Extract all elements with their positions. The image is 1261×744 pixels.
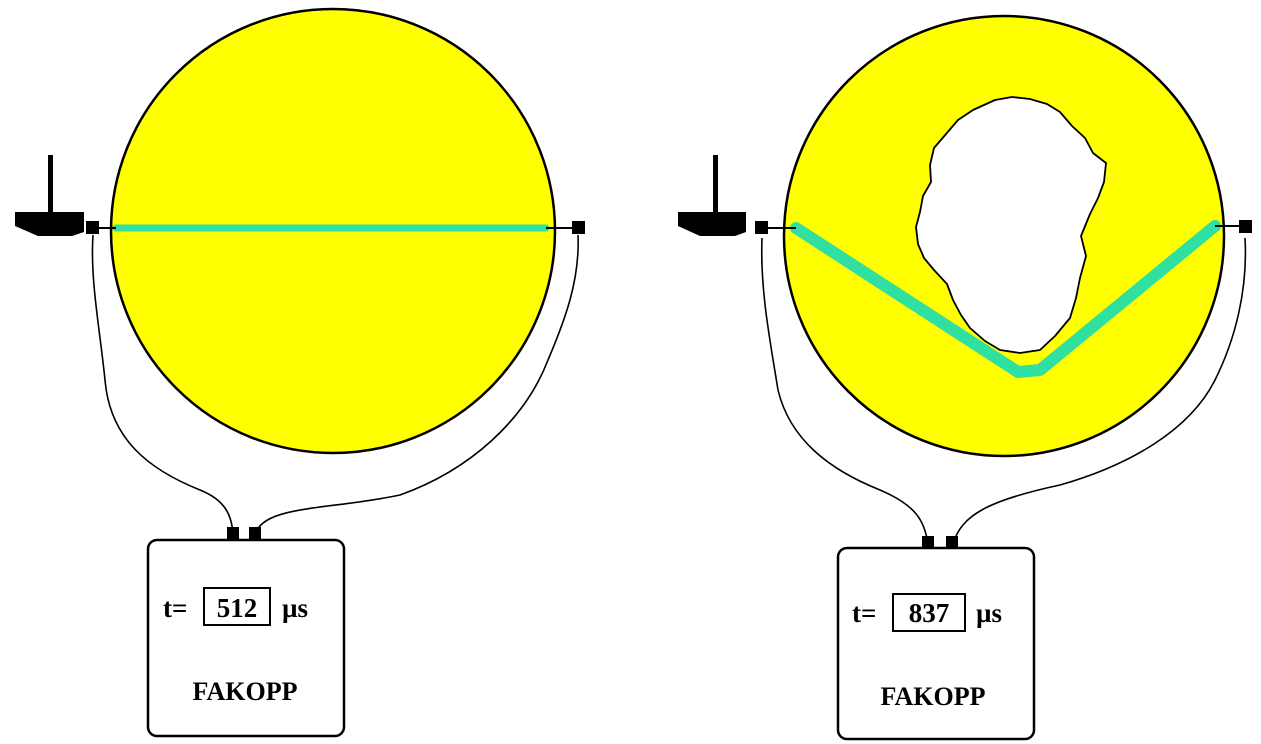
panel-decayed-trunk: t= 837 µs FAKOPP	[678, 14, 1252, 741]
time-value: 512	[217, 593, 258, 623]
wire-left-sensor-to-device	[91, 234, 234, 536]
time-unit: µs	[976, 598, 1002, 628]
sensor-icon	[572, 221, 585, 234]
time-display-box	[203, 587, 271, 626]
decay-cavity	[915, 96, 1107, 354]
wire-left-sensor-to-device	[760, 237, 929, 546]
sensor-icon	[86, 221, 99, 234]
wire-right-sensor-to-device	[952, 237, 1247, 546]
time-prefix: t=	[163, 593, 187, 623]
wire-right-sensor-to-device	[254, 234, 579, 536]
timer-device: t= 837 µs FAKOPP	[836, 546, 1036, 741]
time-prefix: t=	[852, 598, 876, 628]
time-display-box	[892, 593, 966, 632]
timer-device: t= 512 µs FAKOPP	[146, 538, 346, 738]
panel-solid-trunk: t= 512 µs FAKOPP	[15, 7, 585, 738]
hammer-icon	[15, 155, 84, 236]
time-unit: µs	[282, 593, 308, 623]
device-brand: FAKOPP	[881, 682, 986, 711]
time-value: 837	[909, 598, 950, 628]
sensor-icon	[755, 221, 768, 234]
device-brand: FAKOPP	[193, 677, 298, 706]
sensor-icon	[1239, 220, 1252, 233]
sound-wave-path	[790, 220, 1221, 378]
hammer-icon	[678, 155, 746, 236]
